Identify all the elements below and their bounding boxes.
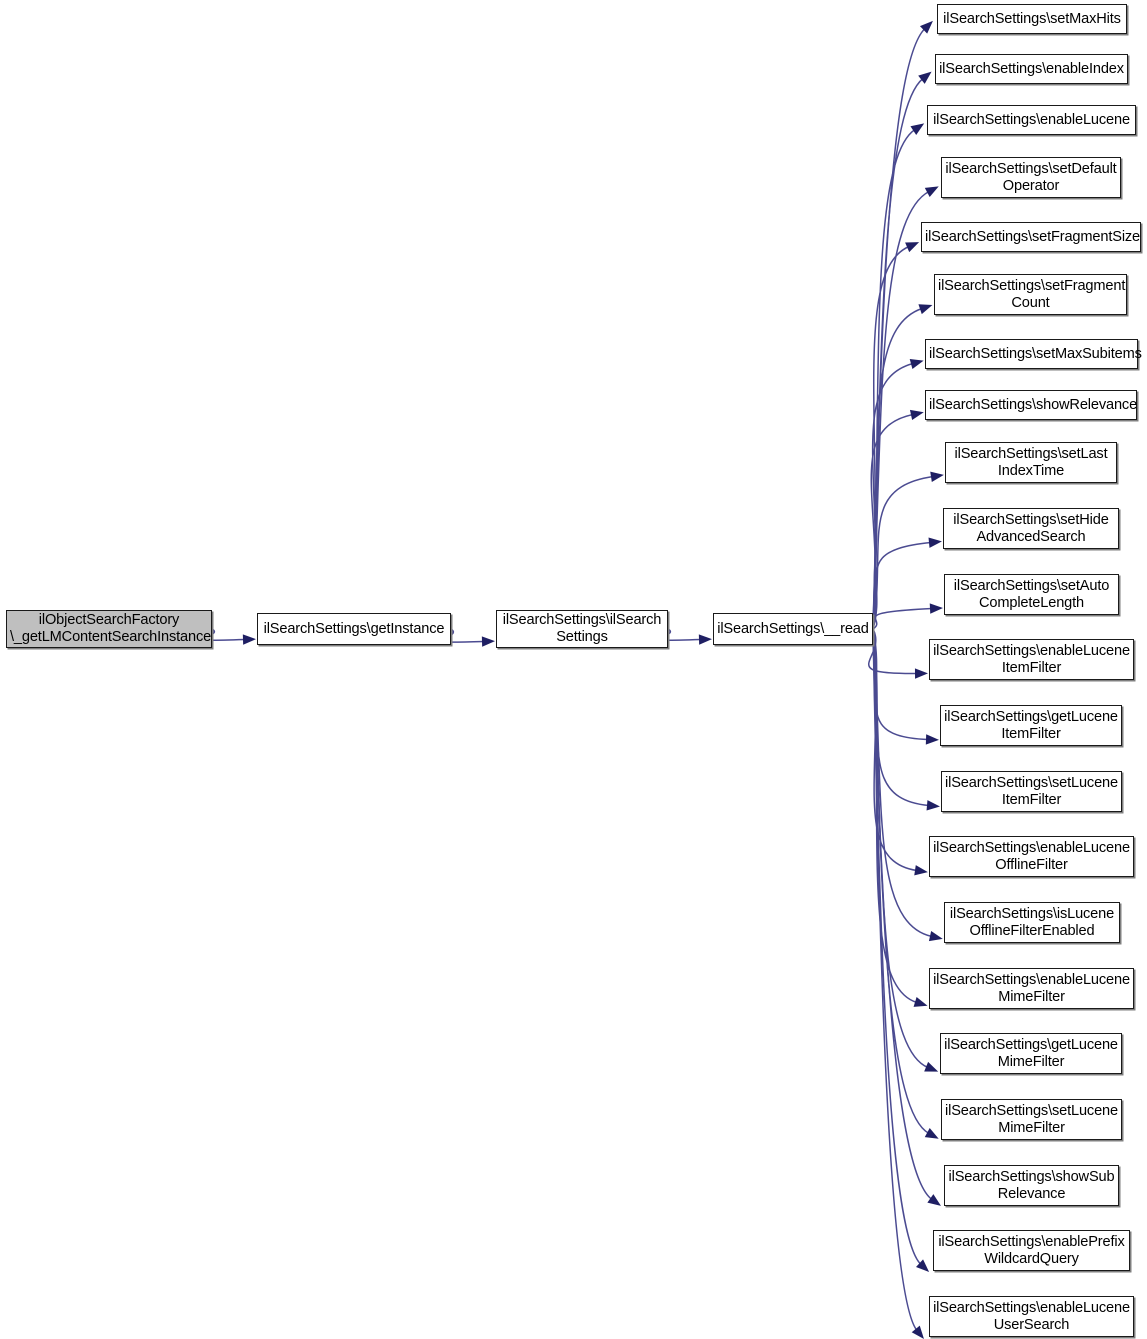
graph-node[interactable]: ilSearchSettings\setMaxHits <box>937 4 1127 34</box>
graph-node-label: ilSearchSettings\setMaxHits <box>943 10 1121 27</box>
graph-node-label: ilSearchSettings\enableLucene <box>933 111 1130 128</box>
graph-node[interactable]: ilSearchSettings\getLucene MimeFilter <box>940 1033 1122 1074</box>
graph-node-label: ilSearchSettings\setHide AdvancedSearch <box>953 511 1109 545</box>
graph-node-label: ilSearchSettings\setLucene ItemFilter <box>945 774 1118 808</box>
graph-edge <box>872 628 930 1135</box>
edge-arrowhead <box>918 71 932 84</box>
edge-arrowhead <box>911 1325 924 1339</box>
edge-arrowhead <box>910 123 925 135</box>
graph-edge <box>872 77 924 630</box>
graph-edge <box>872 628 929 741</box>
edge-arrowhead <box>919 20 933 34</box>
edge-arrowhead <box>914 865 928 876</box>
graph-node-label: ilSearchSettings\setDefault Operator <box>945 160 1117 194</box>
graph-edge <box>872 607 933 630</box>
edge-arrowhead <box>918 304 933 315</box>
graph-node-label: ilSearchSettings\ilSearch Settings <box>502 612 662 645</box>
graph-edge <box>872 27 926 630</box>
edge-arrowhead <box>481 636 495 647</box>
graph-node[interactable]: ilSearchSettings\ilSearch Settings <box>496 610 668 648</box>
graph-node[interactable]: ilSearchSettings\setLucene ItemFilter <box>941 771 1122 812</box>
graph-node-label: ilSearchSettings\getLucene MimeFilter <box>944 1036 1118 1070</box>
graph-node-label: ilSearchSettings\enableLucene UserSearch <box>933 1299 1130 1333</box>
graph-edge <box>872 628 933 938</box>
graph-node[interactable]: ilSearchSettings\setFragment Count <box>934 274 1127 315</box>
graph-node-label: ilSearchSettings\getLucene ItemFilter <box>944 708 1118 742</box>
edge-arrowhead <box>905 242 920 253</box>
edge-arrowhead <box>909 409 924 421</box>
edge-arrowhead <box>909 358 924 370</box>
graph-node[interactable]: ilSearchSettings\setMaxSubitems <box>925 339 1142 369</box>
edge-arrowhead <box>916 1259 930 1272</box>
graph-node[interactable]: ilSearchSettings\enableLucene OfflineFil… <box>929 836 1134 877</box>
graph-node-label: ilSearchSettings\enableIndex <box>939 60 1124 77</box>
graph-node[interactable]: ilSearchSettings\getInstance <box>257 613 451 645</box>
edge-arrowhead <box>698 634 712 645</box>
graph-edge <box>872 541 932 630</box>
edge-arrowhead <box>928 537 942 548</box>
edge-arrowhead <box>928 930 943 942</box>
edge-arrowhead <box>927 1194 941 1206</box>
graph-node[interactable]: ilSearchSettings\isLucene OfflineFilterE… <box>944 902 1120 943</box>
graph-edge <box>872 628 918 1331</box>
graph-node-label: ilSearchSettings\enableLucene MimeFilter <box>933 971 1130 1005</box>
graph-node[interactable]: ilSearchSettings\showRelevance <box>925 390 1137 420</box>
graph-node-label: ilSearchSettings\enableLucene OfflineFil… <box>933 839 1130 873</box>
graph-node-label: ilSearchSettings\getInstance <box>263 620 445 637</box>
graph-edge <box>868 628 918 675</box>
graph-node[interactable]: ilSearchSettings\__read <box>713 613 873 645</box>
graph-edge <box>870 413 914 630</box>
graph-edge <box>872 128 916 630</box>
graph-node-label: ilObjectSearchFactory \_getLMContentSear… <box>10 612 212 645</box>
graph-node[interactable]: ilObjectSearchFactory \_getLMContentSear… <box>6 610 212 648</box>
graph-node[interactable]: ilSearchSettings\enablePrefix WildcardQu… <box>933 1230 1130 1271</box>
graph-node-label: ilSearchSettings\setFragmentSize <box>925 228 1141 245</box>
graph-node-label: ilSearchSettings\setLast IndexTime <box>954 445 1108 479</box>
graph-node-label: ilSearchSettings\setFragment Count <box>938 277 1126 311</box>
graph-node-label: ilSearchSettings\enableLucene ItemFilter <box>933 642 1130 676</box>
edge-arrowhead <box>924 186 939 198</box>
graph-node[interactable]: ilSearchSettings\setFragmentSize <box>921 222 1141 252</box>
edge-arrowhead <box>913 996 928 1007</box>
graph-node-label: ilSearchSettings\enablePrefix WildcardQu… <box>938 1233 1125 1267</box>
graph-node[interactable]: ilSearchSettings\setLast IndexTime <box>945 442 1117 483</box>
graph-node[interactable]: ilSearchSettings\setLucene MimeFilter <box>941 1099 1122 1140</box>
graph-node-label: ilSearchSettings\showSub Relevance <box>948 1168 1115 1202</box>
edge-arrowhead <box>914 668 928 679</box>
graph-node[interactable]: ilSearchSettings\setAuto CompleteLength <box>944 574 1119 615</box>
graph-node[interactable]: ilSearchSettings\enableLucene ItemFilter <box>929 639 1134 680</box>
graph-node-label: ilSearchSettings\isLucene OfflineFilterE… <box>949 905 1115 939</box>
edge-arrowhead <box>924 1127 939 1139</box>
graph-node[interactable]: ilSearchSettings\enableLucene <box>927 105 1136 135</box>
graph-node[interactable]: ilSearchSettings\enableLucene UserSearch <box>929 1296 1134 1337</box>
graph-node[interactable]: ilSearchSettings\enableIndex <box>935 54 1128 84</box>
edge-arrowhead <box>242 634 256 645</box>
graph-node[interactable]: ilSearchSettings\setHide AdvancedSearch <box>943 508 1119 549</box>
edge-arrowhead <box>925 734 939 745</box>
edge-arrowhead <box>929 603 943 614</box>
graph-edge <box>872 475 934 630</box>
graph-node[interactable]: ilSearchSettings\enableLucene MimeFilter <box>929 968 1134 1009</box>
graph-node-label: ilSearchSettings\setAuto CompleteLength <box>953 577 1110 611</box>
graph-edge <box>872 628 933 1201</box>
graph-node-label: ilSearchSettings\setMaxSubitems <box>929 345 1142 362</box>
edge-arrowhead <box>930 471 944 482</box>
graph-node[interactable]: ilSearchSettings\showSub Relevance <box>944 1165 1119 1206</box>
graph-node-label: ilSearchSettings\showRelevance <box>929 396 1138 413</box>
graph-node[interactable]: ilSearchSettings\setDefault Operator <box>941 157 1121 198</box>
graph-node-label: ilSearchSettings\__read <box>717 620 869 637</box>
edge-arrowhead <box>926 800 940 811</box>
graph-node-label: ilSearchSettings\setLucene MimeFilter <box>945 1102 1118 1136</box>
graph-edge <box>872 628 930 807</box>
edge-arrowhead <box>924 1061 939 1072</box>
graph-node[interactable]: ilSearchSettings\getLucene ItemFilter <box>940 705 1122 746</box>
